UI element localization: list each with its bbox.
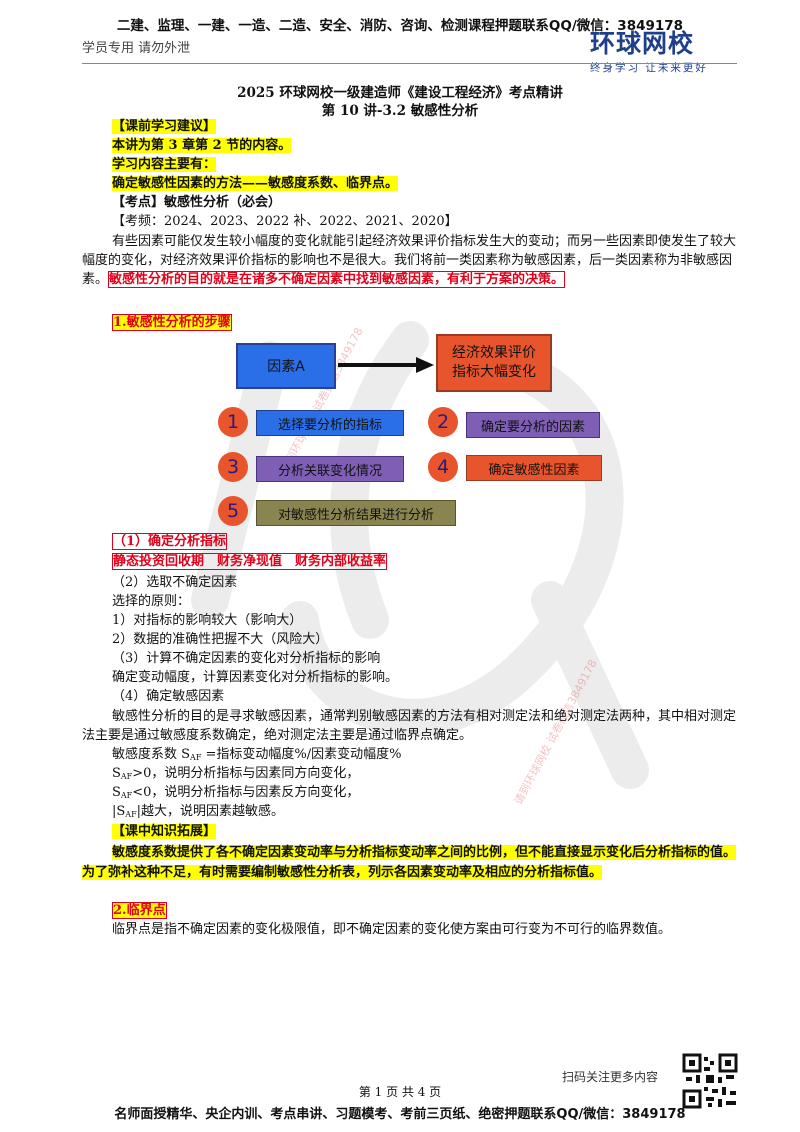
logo-slogan: 终身学习 让未来更好 <box>590 62 708 74</box>
factor-box: 因素A <box>236 343 336 389</box>
step-label: 分析关联变化情况 <box>256 456 404 482</box>
advice-line: 确定敏感性因素的方法——敏感度系数、临界点。 <box>112 176 399 191</box>
step-number: 5 <box>218 496 248 526</box>
rule-text: <0，说明分析指标与因素反方向变化， <box>132 785 360 800</box>
expand-text: 敏感度系数提供了各不确定因素变动率与分析指标变动率之间的比例，但不能直接显示变化… <box>82 845 737 880</box>
rule-line: SAF<0，说明分析指标与因素反方向变化， <box>112 784 359 805</box>
logo-name: 环球网校 <box>590 29 695 58</box>
formula-text: 敏感度系数 S <box>112 747 191 762</box>
rule-line: SAF>0，说明分析指标与因素同方向变化， <box>112 765 359 786</box>
sub-heading: （1）确定分析指标 <box>112 533 228 550</box>
step-label: 确定要分析的因素 <box>466 412 600 438</box>
doc-title: 2025 环球网校一级建造师《建设工程经济》考点精讲 <box>237 85 563 101</box>
indicator-list: 静态投资回收期 财务净现值 财务内部收益率 <box>112 553 388 570</box>
text-line: 选择的原则： <box>112 594 191 609</box>
kaodian-heading: 【考点】敏感性分析（必会） <box>112 195 282 210</box>
paragraph-text: 敏感性分析的目的是寻求敏感因素，通常判别敏感因素的方法有相对测定法和绝对测定法两… <box>82 709 737 743</box>
qr-label: 扫码关注更多内容 <box>562 1070 659 1084</box>
rule-symbol: S <box>112 766 121 781</box>
list-item: 2）数据的准确性把握不大（风险大） <box>112 632 329 647</box>
step-number: 4 <box>428 452 458 482</box>
rule-subscript: AF <box>120 772 133 781</box>
step-label: 确定敏感性因素 <box>466 455 602 481</box>
expand-heading: 【课中知识拓展】 <box>112 824 217 839</box>
footer-banner: 名师面授精华、央企内训、考点串讲、习题模考、考前三页纸、绝密押题联系QQ/微信：… <box>114 1107 686 1122</box>
formula: 敏感度系数 SAF =指标变动幅度%/因素变动幅度% <box>112 746 402 767</box>
result-box: 经济效果评价 指标大幅变化 <box>436 334 552 392</box>
result-line: 指标大幅变化 <box>452 364 536 380</box>
rule-symbol: S <box>112 785 121 800</box>
list-item: 1）对指标的影响较大（影响大） <box>112 613 303 628</box>
sub-heading: （2）选取不确定因素 <box>112 575 238 590</box>
page-number: 第 1 页 共 4 页 <box>358 1085 442 1099</box>
sub-heading: （3）计算不确定因素的变化对分析指标的影响 <box>112 651 381 666</box>
lecture-title: 第 10 讲-3.2 敏感性分析 <box>321 103 479 119</box>
kaodian-paragraph: 有些因素可能仅发生较小幅度的变化就能引起经济效果评价指标发生大的变动；而另一些因… <box>82 232 742 289</box>
rule-text: >0，说明分析指标与因素同方向变化， <box>132 766 360 781</box>
qr-code-icon <box>682 1053 738 1109</box>
rule-subscript: AF <box>120 791 133 800</box>
rule-line: |SAF|越大，说明因素越敏感。 <box>112 803 284 824</box>
kaodian-frequency: 【考频：2024、2023、2022 补、2022、2021、2020】 <box>112 214 458 229</box>
arrow-right-icon <box>338 357 434 373</box>
header-divider <box>82 63 737 64</box>
step-label: 对敏感性分析结果进行分析 <box>256 500 456 526</box>
expand-paragraph: 敏感度系数提供了各不确定因素变动率与分析指标变动率之间的比例，但不能直接显示变化… <box>82 843 742 883</box>
header-note: 学员专用 请勿外泄 <box>82 41 191 56</box>
step-number: 3 <box>218 452 248 482</box>
result-line: 经济效果评价 <box>452 345 536 361</box>
formula-subscript: AF <box>190 753 202 762</box>
paragraph-text: 有些因素可能仅发生较小幅度的变化就能引起经济效果评价指标发生大的变动；而另一些因… <box>82 234 737 287</box>
sub-heading: （4）确定敏感因素 <box>112 689 225 704</box>
brand-logo: 环球网校 终身学习 让未来更好 <box>590 30 740 75</box>
section-heading: 2.临界点 <box>112 902 167 919</box>
rule-subscript: AF <box>125 810 137 819</box>
section-heading: 1.敏感性分析的步骤 <box>112 314 232 331</box>
formula-text: =指标变动幅度%/因素变动幅度% <box>201 747 402 762</box>
advice-heading: 【课前学习建议】 <box>112 119 217 134</box>
step-number: 1 <box>218 407 248 437</box>
key-point-red: 敏感性分析的目的就是在诸多不确定因素中找到敏感因素，有利于方案的决策。 <box>108 271 566 288</box>
rule-symbol: |S <box>112 804 126 819</box>
rule-text: |越大，说明因素越敏感。 <box>136 804 285 819</box>
header-banner: 二建、监理、一建、一造、二造、安全、消防、咨询、检测课程押题联系QQ/微信：38… <box>116 18 684 34</box>
advice-line: 学习内容主要有： <box>112 157 217 172</box>
step-label: 选择要分析的指标 <box>256 410 404 436</box>
advice-line: 本讲为第 3 章第 2 节的内容。 <box>112 138 292 153</box>
paragraph-text: 临界点是指不确定因素的变化极限值，即不确定因素的变化使方案由可行变为不可行的临界… <box>112 922 672 937</box>
step-number: 2 <box>428 407 458 437</box>
text-line: 确定变动幅度，计算因素变化对分析指标的影响。 <box>112 670 399 685</box>
